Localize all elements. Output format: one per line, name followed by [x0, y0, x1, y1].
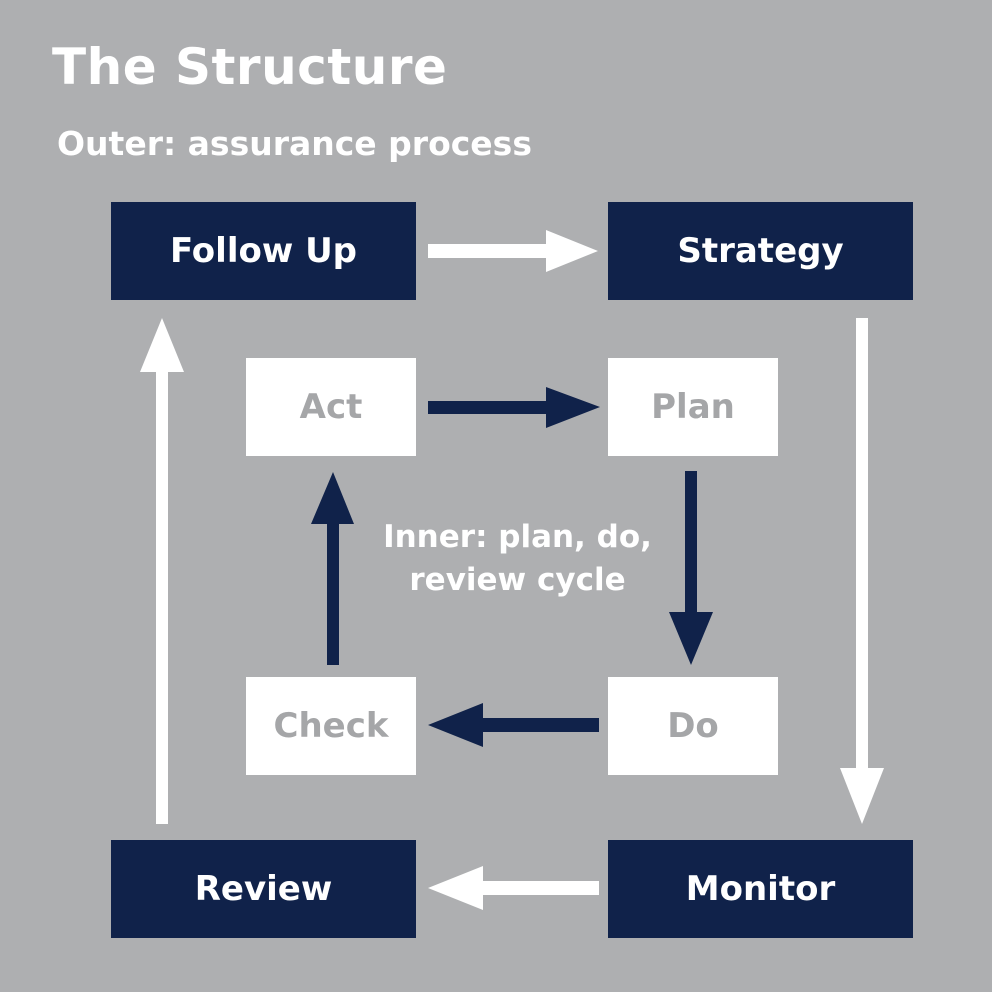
inner-label-line-2: review cycle [409, 562, 626, 598]
arrow-review-to-follow-up [140, 318, 184, 824]
arrow-plan-to-do [669, 471, 713, 665]
arrow-check-to-act [311, 472, 354, 665]
arrow-monitor-to-review [428, 866, 599, 910]
inner-arrows [311, 387, 713, 747]
arrow-do-to-check [428, 703, 599, 747]
arrow-strategy-to-monitor [840, 318, 884, 824]
inner-label-line-1: Inner: plan, do, [383, 519, 652, 555]
plan-box: Plan [608, 358, 778, 456]
strategy-box: Strategy [608, 202, 913, 300]
act-box: Act [246, 358, 416, 456]
check-box: Check [246, 677, 416, 775]
do-box: Do [608, 677, 778, 775]
review-box: Review [111, 840, 416, 938]
arrow-act-to-plan [428, 387, 600, 428]
follow-up-box: Follow Up [111, 202, 416, 300]
arrow-follow-up-to-strategy [428, 230, 598, 272]
page-title: The Structure [52, 38, 448, 96]
outer-arrows [140, 230, 884, 910]
monitor-box: Monitor [608, 840, 913, 938]
inner-cycle-label: Inner: plan, do, review cycle [370, 516, 665, 602]
page-subtitle: Outer: assurance process [57, 124, 532, 163]
